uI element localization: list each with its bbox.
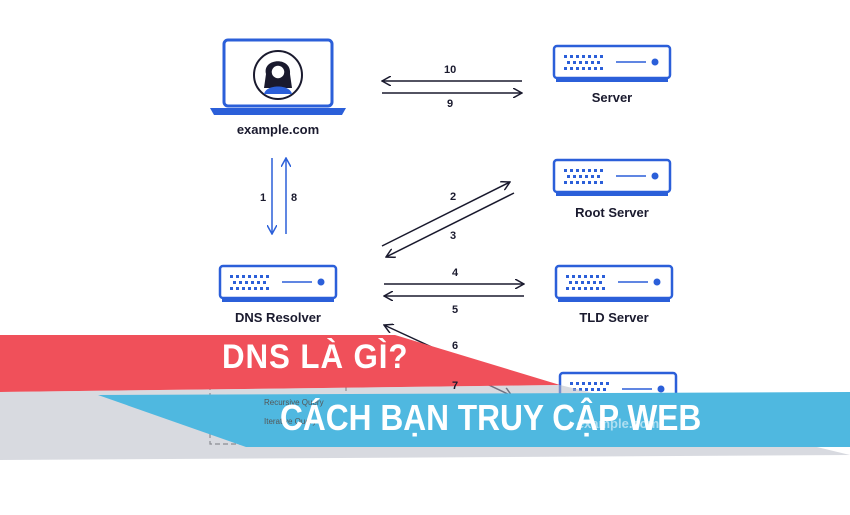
legend-iterative: Iterative Query bbox=[264, 417, 317, 426]
step-2: 2 bbox=[450, 191, 457, 203]
label-dns-resolver: DNS Resolver bbox=[235, 310, 321, 325]
step-7: 7 bbox=[452, 380, 459, 392]
label-server: Server bbox=[591, 90, 633, 105]
banner-blue bbox=[98, 392, 850, 447]
arrow-2 bbox=[381, 182, 510, 247]
label-client: example.com bbox=[236, 122, 320, 137]
label-tld-server: TLD Server bbox=[579, 310, 649, 325]
arrow-3 bbox=[386, 192, 515, 257]
step-6: 6 bbox=[452, 340, 459, 352]
banner-title-line1: DNS LÀ GÌ? bbox=[222, 338, 409, 376]
legend-recursive: Recursive Query bbox=[264, 398, 324, 407]
step-4: 4 bbox=[452, 267, 459, 279]
step-3: 3 bbox=[450, 230, 457, 242]
label-auth-server: example.com bbox=[576, 416, 660, 431]
root-server-icon bbox=[552, 158, 672, 198]
dns-resolver-icon bbox=[218, 264, 338, 304]
step-10: 10 bbox=[444, 64, 457, 76]
tld-server-icon bbox=[554, 264, 674, 304]
step-8: 8 bbox=[291, 192, 298, 204]
banner-title-line2: CÁCH BẠN TRUY CẬP WEB bbox=[280, 397, 702, 438]
step-5: 5 bbox=[452, 304, 459, 316]
server-icon bbox=[552, 44, 672, 84]
step-1: 1 bbox=[260, 192, 267, 204]
step-9: 9 bbox=[447, 98, 454, 110]
laptop-icon bbox=[210, 38, 346, 115]
label-root-server: Root Server bbox=[575, 205, 649, 220]
banner-red bbox=[0, 335, 560, 392]
